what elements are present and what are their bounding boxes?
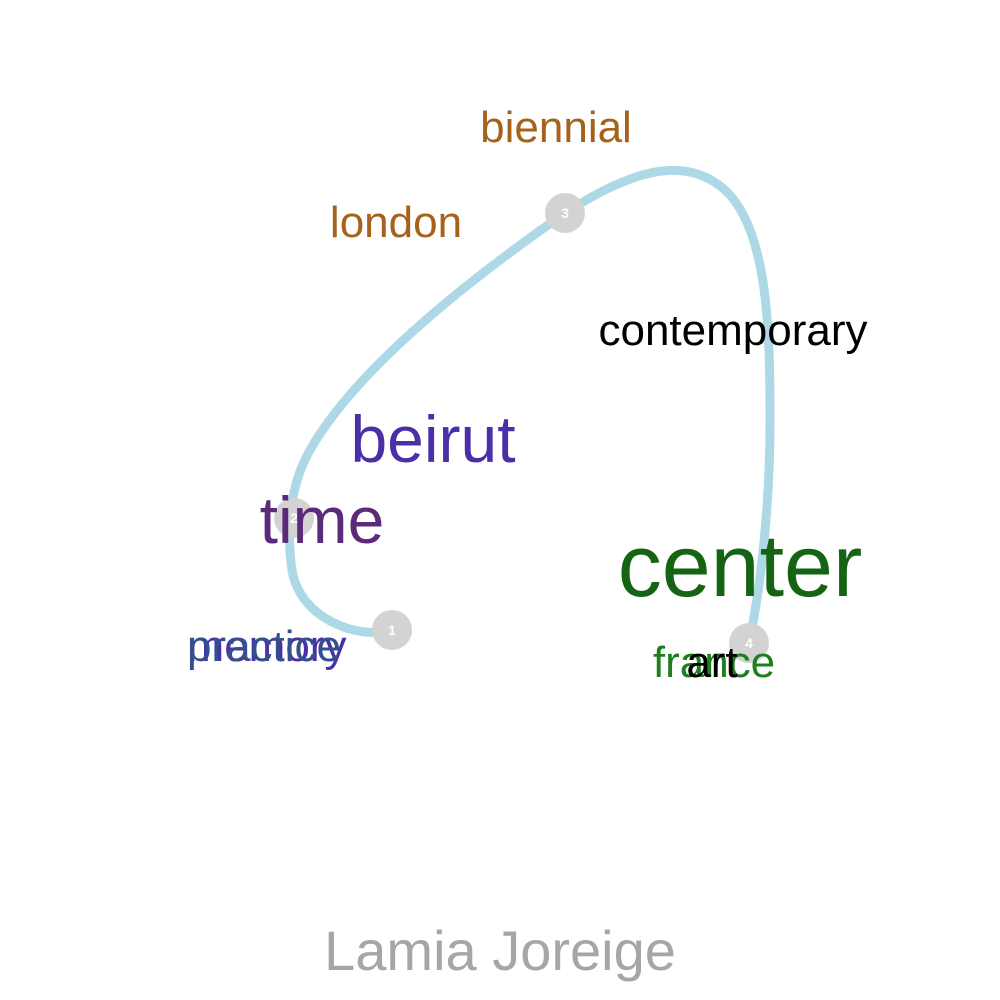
svg-text:4: 4 (745, 635, 753, 651)
word-contemporary: contemporary (598, 306, 867, 355)
word-biennial: biennial (480, 103, 632, 152)
node-1: 1 (372, 610, 412, 650)
svg-text:1: 1 (388, 622, 396, 638)
svg-text:2: 2 (290, 510, 298, 526)
author-caption: Lamia Joreige (324, 919, 676, 982)
word-art: art (686, 638, 737, 687)
svg-text:3: 3 (561, 205, 569, 221)
node-3: 3 (545, 193, 585, 233)
word-practice: practice (187, 622, 341, 671)
word-center: center (618, 516, 863, 615)
node-2: 2 (274, 498, 314, 538)
word-time: time (260, 483, 385, 557)
word-london: london (330, 198, 462, 247)
word-france: france (653, 638, 775, 687)
node-4: 4 (729, 623, 769, 663)
word-memory: memory (188, 622, 347, 671)
word-beirut: beirut (350, 402, 515, 476)
